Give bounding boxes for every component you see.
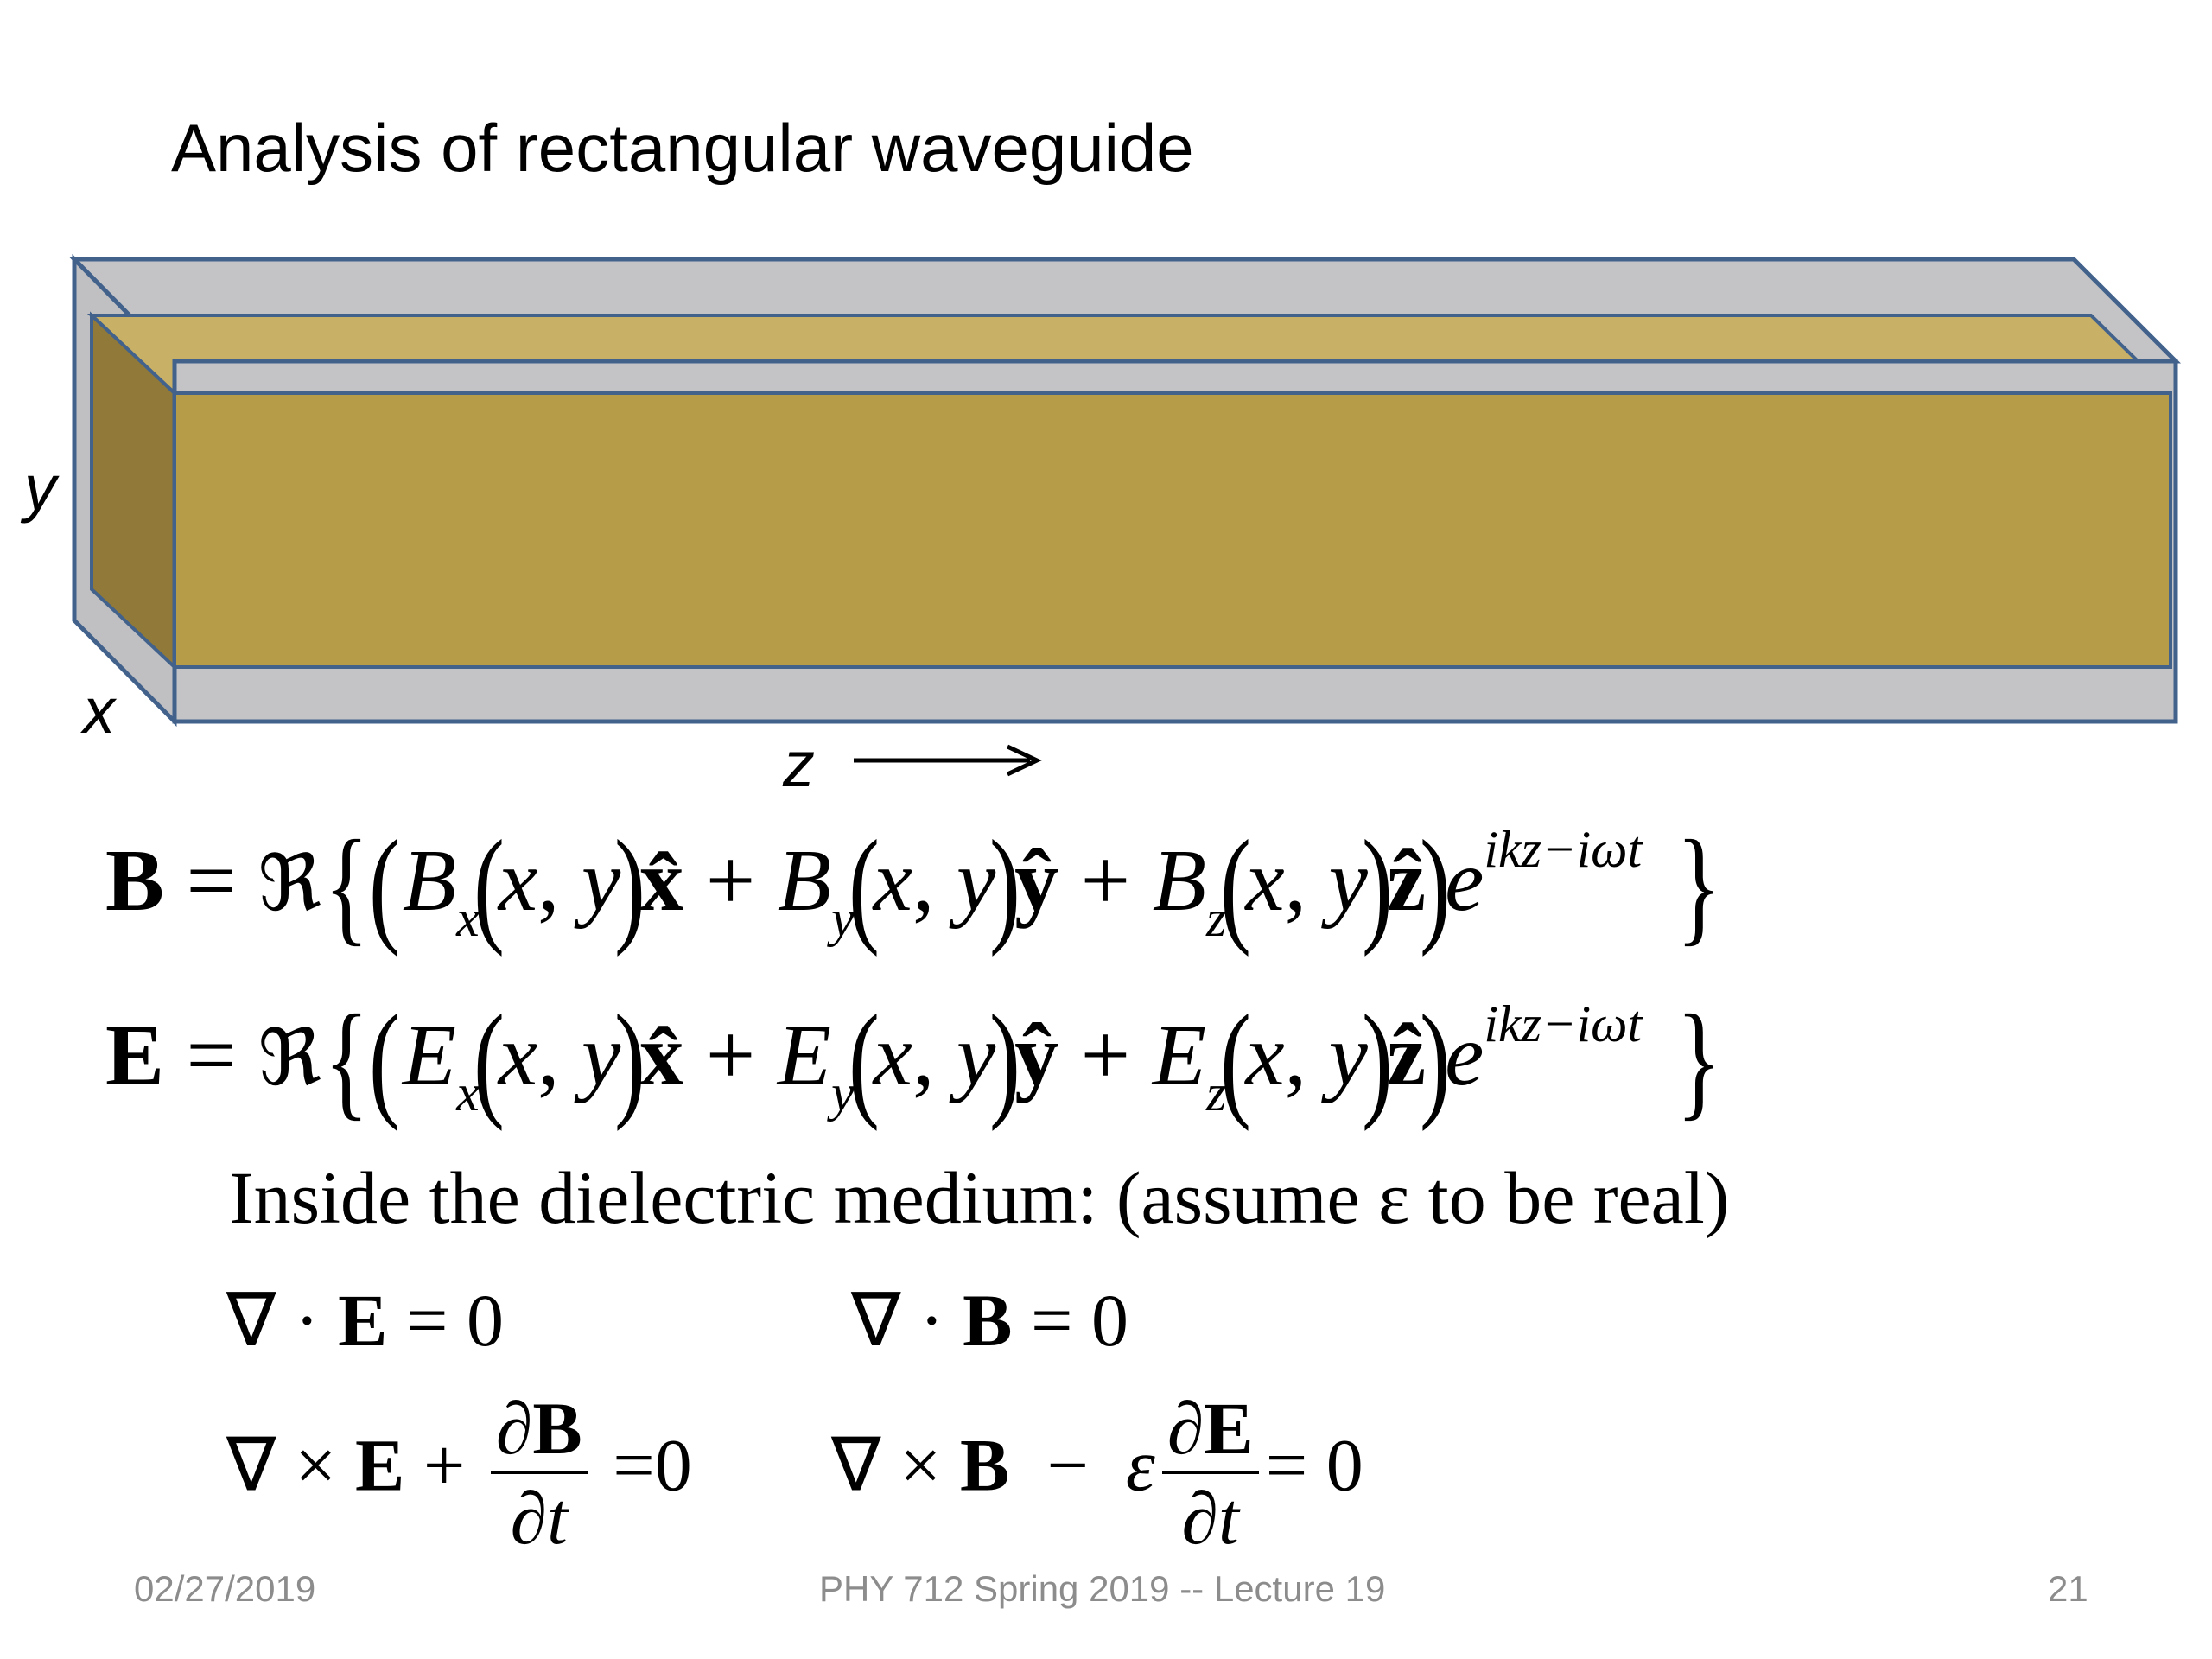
z-axis-arrowhead: [1006, 744, 1042, 777]
e-exponent: ikz−iωt: [1484, 995, 1643, 1052]
footer-page-number: 21: [2048, 1568, 2088, 1609]
medium-statement: Inside the dielectric medium: (assume ε …: [229, 1156, 1730, 1239]
b-exponent: ikz−iωt: [1484, 821, 1643, 878]
dE-dt-fraction: ∂E∂t: [1161, 1391, 1259, 1555]
b-field-equation: B = ℜ{(Bx(x, y)x̂ + By(x, y)ŷ + Bz(x, y)…: [105, 814, 1722, 957]
footer-course: PHY 712 Spring 2019 -- Lecture 19: [819, 1568, 1386, 1609]
div-e-equation: ∇ · E = 0: [226, 1279, 505, 1362]
curl-b-equation: ∇ × B − ε∂E∂t= 0: [831, 1387, 1363, 1560]
e-field-equation: E = ℜ{(Ex(x, y)x̂ + Ey(x, y)ŷ + Ez(x, y)…: [105, 988, 1722, 1132]
div-b-equation: ∇ · B = 0: [851, 1279, 1129, 1362]
waveguide-diagram: [69, 253, 2182, 777]
curl-e-equation: ∇ × E + ∂B∂t =0: [226, 1387, 692, 1560]
slide-title: Analysis of rectangular waveguide: [171, 110, 1194, 186]
axis-label-z: z: [783, 728, 815, 800]
axis-label-y: y: [24, 452, 56, 524]
footer-date: 02/27/2019: [134, 1568, 316, 1609]
axis-label-x: x: [83, 675, 115, 747]
dielectric-front-face: [173, 391, 2172, 669]
dB-dt-fraction: ∂B∂t: [490, 1391, 588, 1555]
